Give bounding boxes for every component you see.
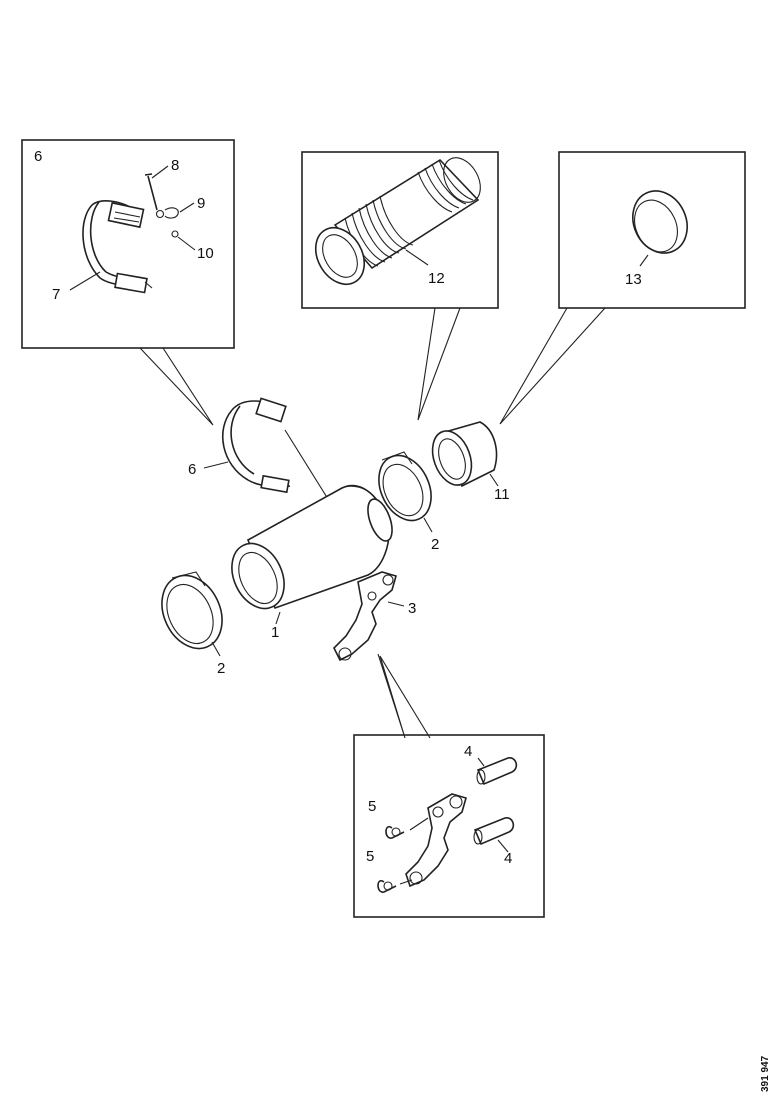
inset-ring-label: 13 [625, 271, 642, 288]
clamp-ring-right-label: 2 [431, 536, 439, 553]
catalyst-label: 1 [271, 624, 279, 641]
main-clamp [203, 397, 367, 561]
inset-bracket-pin-right-label: 4 [504, 850, 512, 867]
main-assembly: 6 1 2 2 [161, 397, 510, 739]
main-clamp-label: 6 [188, 461, 196, 478]
inset-clamp-frame [21, 139, 235, 349]
inset-bracket-frame [353, 734, 545, 918]
inset-clamp-washer-label: 9 [197, 195, 205, 212]
inset-ring: 13 [499, 151, 746, 425]
bracket-pointer [377, 653, 431, 739]
inset-clamp-drawing [69, 165, 196, 294]
inset-ring-frame [558, 151, 746, 309]
inset-clamp-nut-label: 10 [197, 245, 214, 262]
clamp-ring-left-label: 2 [217, 660, 225, 677]
inset-ring-pointer [499, 307, 606, 425]
sleeve-label: 11 [494, 486, 510, 503]
drawing-code: 391 947 [760, 1055, 771, 1092]
inset-bracket-pin-top-label: 4 [464, 743, 472, 760]
inset-clamp-band-label: 7 [52, 286, 60, 303]
inset-bracket-clip-upper-label: 5 [368, 798, 376, 815]
clamp-ring-left [161, 571, 223, 657]
inset-clamp-pointer [139, 347, 214, 426]
bracket [333, 571, 431, 739]
clamp-ring-right [378, 451, 433, 533]
inset-bellows-frame [301, 151, 499, 309]
inset-bracket-parts: 4 4 5 5 [353, 734, 545, 918]
catalyst-body [231, 484, 393, 625]
inset-bellows-pointer [417, 307, 461, 421]
inset-clamp-bolt-label: 8 [171, 157, 179, 174]
sleeve [431, 421, 499, 488]
inset-bracket-drawing [377, 757, 518, 893]
inset-bracket-clip-lower-label: 5 [366, 848, 374, 865]
bracket-label: 3 [408, 600, 416, 617]
inset-clamp-title-label: 6 [34, 148, 42, 165]
inset-bellows-label: 12 [428, 270, 445, 287]
bellows-drawing [314, 157, 481, 286]
inset-clamp-assembly: 6 8 9 10 7 [21, 139, 235, 426]
ring-drawing [632, 190, 688, 267]
inset-bellows: 12 [301, 151, 499, 421]
